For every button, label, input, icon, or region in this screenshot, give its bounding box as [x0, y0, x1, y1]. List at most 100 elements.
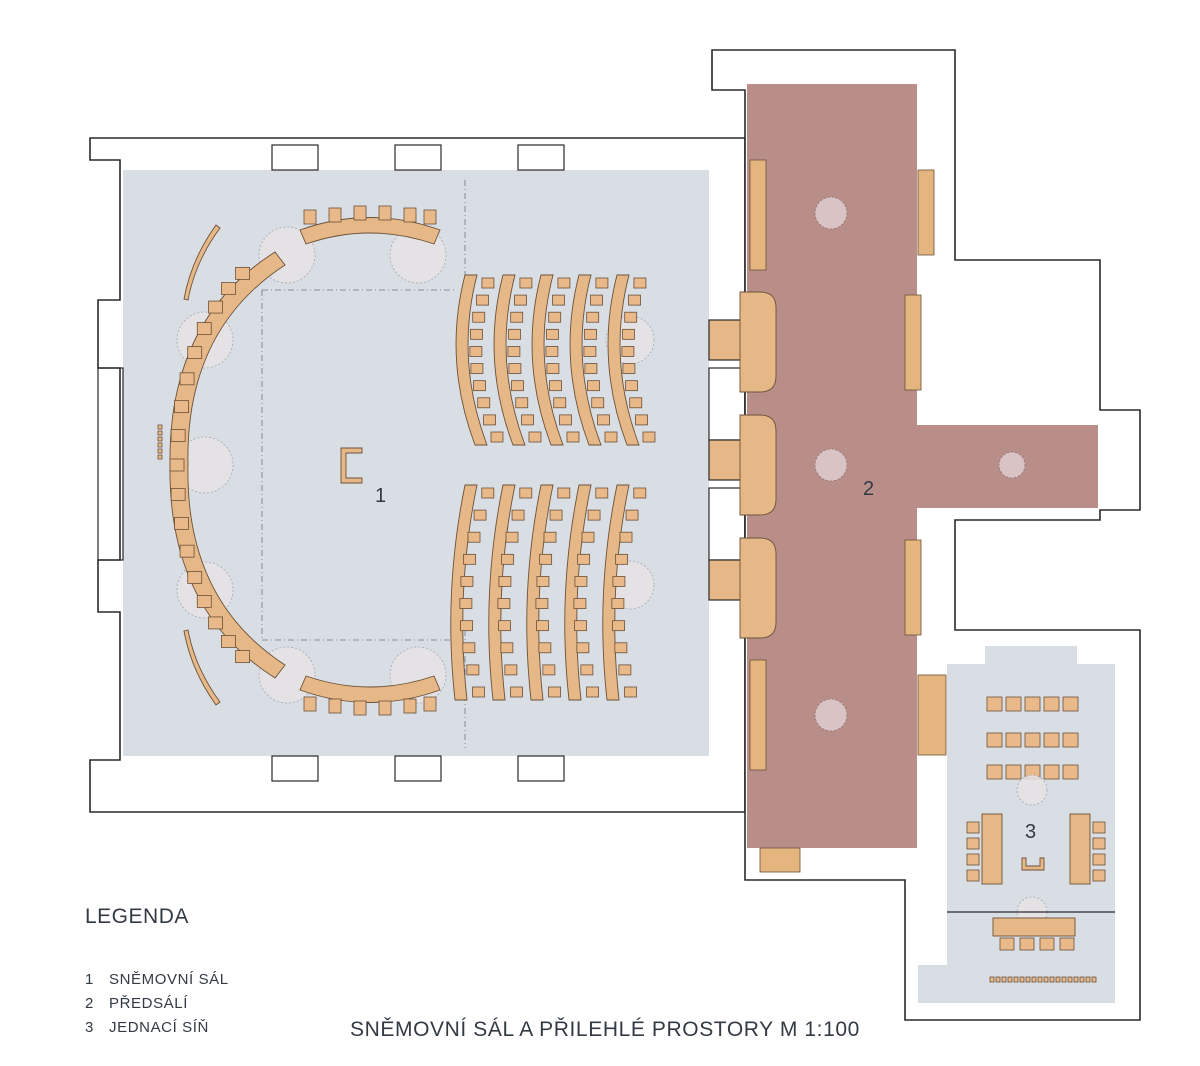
seat [986, 764, 1003, 780]
seat [624, 311, 638, 323]
seat [1043, 696, 1060, 712]
meeting-front-table [992, 917, 1076, 937]
seat [521, 414, 534, 426]
seat [986, 732, 1003, 748]
seat [574, 620, 587, 632]
seat [235, 266, 250, 280]
seat [501, 553, 515, 565]
seat [546, 328, 559, 340]
room-number-1: 1 [375, 485, 386, 507]
seat [157, 430, 163, 436]
seat [1037, 976, 1043, 983]
seat [1025, 976, 1031, 983]
seat [378, 205, 392, 221]
seat [615, 553, 629, 565]
seat [536, 620, 549, 632]
seat [157, 424, 163, 430]
seat [1043, 732, 1060, 748]
seat [472, 311, 486, 323]
seat [328, 698, 342, 714]
seat [303, 696, 317, 712]
seat [576, 642, 590, 654]
seat [514, 294, 527, 306]
seat [328, 207, 342, 223]
seat [403, 207, 417, 223]
seat [586, 311, 600, 323]
legend-item-number: 3 [85, 1019, 94, 1036]
seat [628, 294, 641, 306]
seat [580, 664, 594, 676]
seat [1061, 976, 1067, 983]
seat [995, 976, 1001, 983]
seat [986, 696, 1003, 712]
seat [548, 686, 561, 698]
seat [460, 576, 474, 587]
seat [1092, 853, 1106, 866]
seat [174, 400, 189, 414]
seat [519, 277, 533, 289]
seat [507, 346, 521, 357]
seat [587, 509, 601, 521]
seat [473, 509, 487, 521]
seat [966, 821, 980, 834]
legend-item-number: 2 [85, 995, 94, 1012]
seat [1092, 821, 1106, 834]
plan-caption: SNĚMOVNÍ SÁL A PŘILEHLÉ PROSTORY M 1:100 [350, 1018, 860, 1041]
seat [477, 397, 491, 409]
seat [583, 346, 597, 357]
seat [966, 853, 980, 866]
seat [483, 414, 496, 426]
seat [612, 576, 626, 587]
room-number-3: 3 [1025, 821, 1036, 843]
seat [497, 598, 511, 609]
room-number-2: 2 [863, 478, 874, 500]
seat [611, 598, 625, 609]
tier-desk [569, 274, 602, 446]
seat [157, 448, 163, 454]
seat [472, 686, 485, 698]
seat [179, 372, 195, 386]
seat [500, 642, 514, 654]
seat [622, 363, 636, 374]
meeting-podium [1021, 857, 1045, 871]
seat [536, 576, 550, 587]
foyer-lights [814, 196, 1026, 732]
seat [508, 363, 522, 374]
seat [174, 516, 189, 530]
seat [1092, 837, 1106, 850]
seat [208, 616, 223, 630]
seat [625, 380, 638, 392]
seat [476, 294, 489, 306]
seat [966, 837, 980, 850]
seat [1067, 976, 1073, 983]
seat [1079, 976, 1085, 983]
seat [353, 205, 367, 221]
seat [470, 363, 484, 374]
seat [538, 642, 552, 654]
seat [378, 700, 392, 716]
seat [966, 869, 980, 882]
seat [498, 576, 512, 587]
foyer-floor [747, 84, 1098, 848]
hall-seating-tiers [450, 274, 656, 701]
seat [1073, 976, 1079, 983]
seat [469, 346, 483, 357]
seat [1019, 976, 1025, 983]
seat [1043, 764, 1060, 780]
seat [1049, 976, 1055, 983]
left-wall-bench-bottom [183, 629, 221, 706]
seat [208, 300, 223, 314]
seat [196, 322, 212, 335]
seat [460, 620, 473, 632]
hall-windows [97, 144, 746, 782]
seat [622, 328, 635, 340]
seat [584, 363, 598, 374]
seat [590, 294, 603, 306]
seat [511, 509, 525, 521]
seat [999, 937, 1015, 951]
seat [625, 509, 639, 521]
tier-desk [607, 274, 640, 446]
